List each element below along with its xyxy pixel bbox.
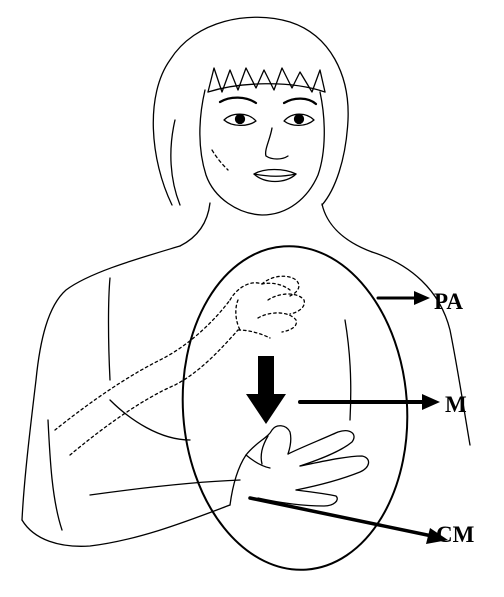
hair-strand: [171, 120, 180, 205]
arm-outline: [22, 505, 230, 546]
pa-arrow: [378, 291, 430, 305]
label-pa: PA: [434, 289, 463, 314]
bangs: [208, 68, 325, 92]
label-cm: CM: [436, 522, 475, 547]
face-outline: [200, 90, 324, 215]
m-arrow: [300, 394, 440, 410]
hair-outline: [153, 17, 348, 205]
shoulder-left: [22, 246, 180, 520]
end-hand: [230, 426, 369, 506]
label-m: M: [445, 392, 467, 417]
nose: [266, 128, 288, 159]
cm-arrow: [250, 498, 448, 544]
neck: [180, 203, 210, 246]
down-movement-arrow: [246, 356, 286, 424]
